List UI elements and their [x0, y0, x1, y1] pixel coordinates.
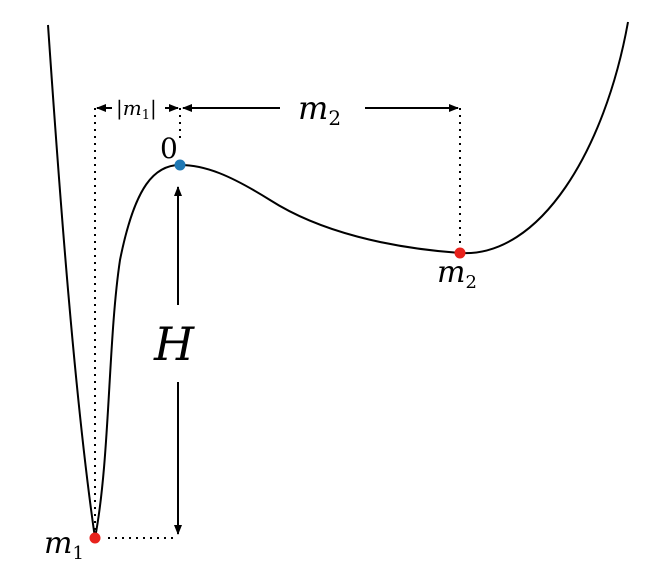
min2-label: m2 [437, 255, 477, 293]
potential-curve [47, 21, 629, 539]
origin-point [174, 159, 186, 171]
min2-point [454, 247, 466, 259]
min1-point [89, 532, 101, 544]
height-label: H [153, 317, 195, 371]
m2-width-label: m2 [298, 89, 341, 130]
origin-label: 0 [160, 132, 178, 165]
min1-label: m1 [44, 526, 84, 564]
m1-width-label: |m1| [116, 96, 157, 123]
